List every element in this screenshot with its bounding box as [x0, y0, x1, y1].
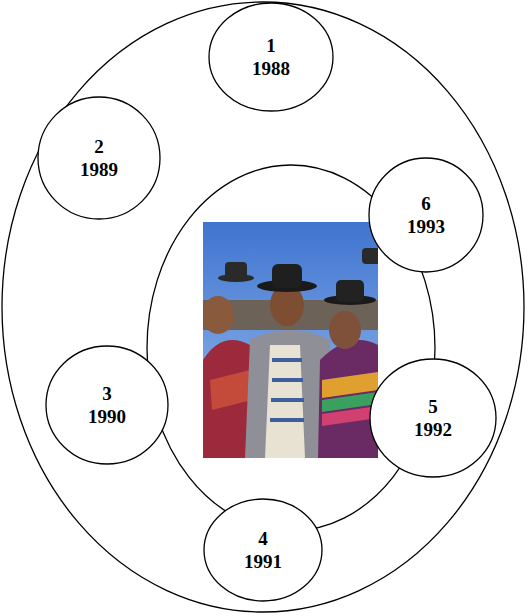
node-content: 11988	[208, 2, 334, 112]
ellipse-outline	[368, 157, 484, 273]
node-year: 1991	[244, 550, 282, 573]
ellipse-outline	[37, 96, 161, 220]
year-ellipse: 31990	[45, 345, 169, 465]
year-ellipse: 21989	[37, 96, 161, 220]
node-content: 31990	[45, 345, 169, 465]
ellipse-outline	[369, 358, 497, 478]
node-number: 4	[258, 527, 268, 550]
node-number: 2	[94, 135, 104, 158]
outer-ellipse	[2, 2, 524, 612]
node-content: 51992	[369, 358, 497, 478]
node-content: 21989	[37, 96, 161, 220]
node-number: 3	[102, 382, 112, 405]
photo	[202, 222, 382, 458]
year-ellipse: 51992	[369, 358, 497, 478]
node-number: 6	[421, 192, 431, 215]
ellipse-outline	[45, 345, 169, 465]
year-ellipse: 61993	[368, 157, 484, 273]
node-number: 5	[428, 395, 438, 418]
year-ellipse: 41991	[203, 498, 323, 602]
node-year: 1988	[252, 57, 290, 80]
node-year: 1992	[414, 418, 452, 441]
ellipse-outline	[208, 2, 334, 112]
ellipse-outline	[203, 498, 323, 602]
year-ellipse: 11988	[208, 2, 334, 112]
node-content: 41991	[203, 498, 323, 602]
node-content: 61993	[368, 157, 484, 273]
node-year: 1993	[407, 215, 445, 238]
node-year: 1989	[80, 158, 118, 181]
node-number: 1	[266, 34, 276, 57]
node-year: 1990	[88, 405, 126, 428]
